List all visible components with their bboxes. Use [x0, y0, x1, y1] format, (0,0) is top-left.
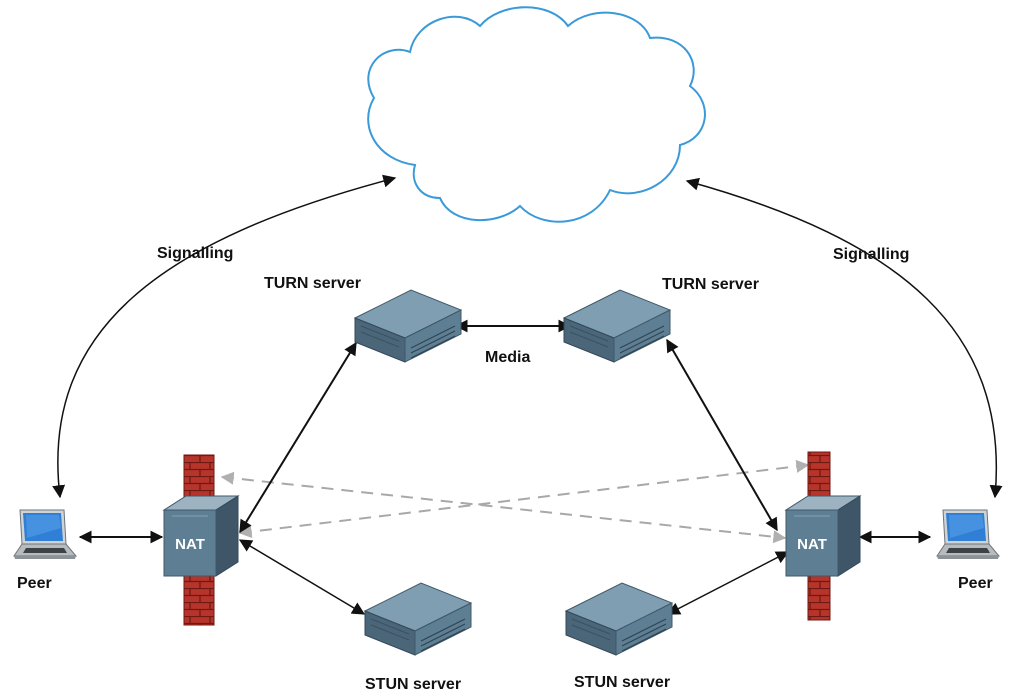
- peer-label-right: Peer: [958, 575, 993, 592]
- turn-server-label-left: TURN server: [264, 275, 361, 292]
- laptop-icon-left: [13, 509, 77, 560]
- turn-server-icon-left: [354, 289, 462, 363]
- stun-server-icon-right: [565, 582, 673, 656]
- nat-router-icon-right: NAT: [785, 495, 861, 577]
- nat-label-left: NAT: [175, 536, 205, 553]
- p2p-dashed-arrow-2: [238, 459, 810, 539]
- signalling-label-right: Signalling: [833, 246, 910, 263]
- nat-to-turn-arrow-right: [666, 338, 778, 532]
- media-label: Media: [485, 349, 531, 366]
- turn-server-label-right: TURN server: [662, 276, 759, 293]
- peer-label-left: Peer: [17, 575, 52, 592]
- signalling-arrow-right: [685, 177, 1003, 499]
- laptop-icon-right: [936, 509, 1000, 560]
- nat-to-stun-arrow-left: [238, 539, 366, 615]
- nat-to-stun-arrow-right: [666, 551, 790, 615]
- signalling-label-left: Signalling: [157, 245, 234, 262]
- stun-server-label-left: STUN server: [365, 676, 462, 693]
- cloud-icon: [367, 6, 706, 223]
- p2p-dashed-arrow-1: [220, 471, 787, 544]
- turn-server-icon-right: [563, 289, 671, 363]
- stun-server-icon-left: [364, 582, 472, 656]
- nat-label-right: NAT: [797, 536, 827, 553]
- signalling-arrow-left: [52, 174, 397, 499]
- nat-to-turn-arrow-left: [239, 341, 357, 534]
- stun-server-label-right: STUN server: [574, 674, 671, 691]
- nat-router-icon-left: NAT: [163, 495, 239, 577]
